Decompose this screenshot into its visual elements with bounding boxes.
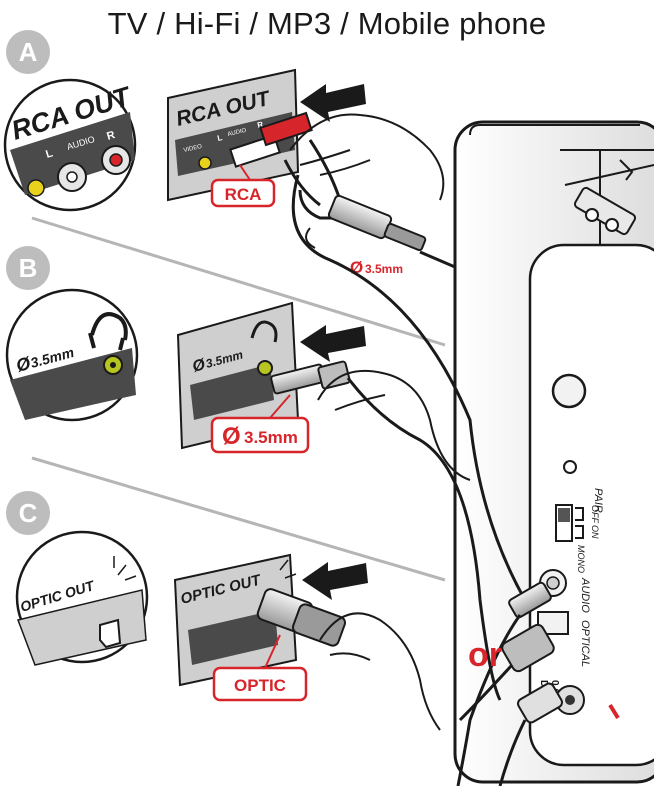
section-b: B Ø 3.5mm Ø 3.5mm Ø 3.5 [5, 246, 502, 701]
section-c-badge: C [6, 491, 50, 535]
rca-cable-tag: RCA [210, 164, 276, 208]
svg-text:R: R [256, 120, 264, 130]
svg-text:VIDEO: VIDEO [183, 144, 203, 154]
device-plugs [456, 581, 563, 786]
cable-3-5mm-plug-icon [298, 189, 456, 269]
insert-arrow-c-icon [302, 562, 368, 600]
optical-socket-label: OPTICAL [579, 620, 591, 667]
mono-switch-icon [555, 504, 584, 542]
svg-text:R: R [105, 129, 116, 143]
on-label: ON [590, 525, 600, 539]
rca-port-zoom: RCA OUT L AUDIO R [3, 78, 137, 212]
svg-text:Ø: Ø [191, 356, 208, 376]
svg-text:AUDIO: AUDIO [227, 128, 247, 138]
svg-text:A: A [19, 37, 38, 67]
dc-socket-icon [555, 685, 585, 715]
optic-port-zoom: OPTIC OUT [15, 530, 149, 666]
svg-text:3.5mm: 3.5mm [244, 428, 298, 447]
receiver-device: PAIR MONO ON OFF AUDIO OPTICAL DC IN 0.6… [453, 120, 654, 784]
optical-socket-icon [537, 611, 569, 635]
hand-a-icon [289, 113, 445, 201]
section-c: C OPTIC OUT OPTIC OUT OPTIC [6, 491, 441, 731]
insert-arrow-a-icon [300, 84, 366, 122]
svg-text:C: C [19, 498, 38, 528]
jack-cable-tag: Ø 3.5mm [210, 394, 310, 454]
or-label: or [468, 636, 502, 674]
rca-port-panel: RCA OUT VIDEO L AUDIO R [167, 68, 300, 202]
svg-text:OPTIC: OPTIC [234, 676, 286, 695]
divider-b-c [31, 456, 446, 582]
jack-plug-icon [270, 360, 351, 395]
section-a-badge: A [6, 30, 50, 74]
optic-plug-icon [256, 588, 346, 647]
svg-text:L: L [216, 133, 223, 143]
hand-b-icon [317, 369, 471, 481]
power-button-icon [551, 373, 587, 409]
mono-label: MONO [576, 545, 586, 573]
optic-port-panel: OPTIC OUT [173, 553, 298, 687]
svg-text:B: B [19, 253, 38, 283]
svg-text:L: L [44, 147, 54, 161]
pair-button-icon [563, 460, 577, 474]
optic-cable-tag: OPTIC [212, 634, 308, 702]
insert-arrow-b-icon [300, 325, 366, 362]
pair-label: PAIR [592, 488, 604, 513]
section-b-badge: B [6, 246, 50, 290]
divider-a-b [31, 216, 446, 347]
headphone-port-zoom: Ø 3.5mm [5, 288, 139, 422]
off-label: OFF [590, 505, 600, 523]
page-title: TV / Hi-Fi / MP3 / Mobile phone [107, 6, 547, 41]
headphone-icon [88, 312, 128, 351]
svg-text:RCA: RCA [225, 185, 262, 204]
hand-c-icon [319, 612, 441, 731]
svg-text:3.5mm: 3.5mm [365, 262, 403, 276]
rca-plugs-icon [229, 111, 342, 207]
section-a: A RCA OUT L AUDIO R RCA OUT VIDEO L AUDI… [3, 30, 527, 601]
svg-text:Ø: Ø [222, 423, 241, 450]
audio-socket-label: AUDIO [579, 577, 591, 613]
svg-text:Ø: Ø [14, 353, 34, 376]
